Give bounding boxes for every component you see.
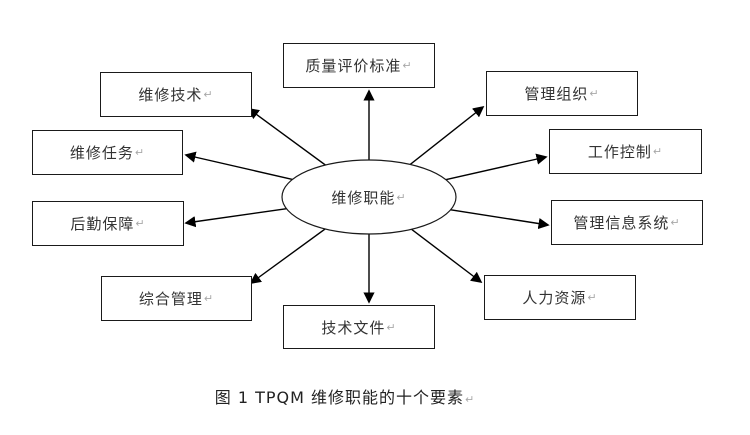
return-mark-icon: ↵ xyxy=(396,190,407,204)
node-label: 后勤保障 xyxy=(70,215,135,233)
node-label: 维修任务 xyxy=(69,144,134,162)
return-mark-icon: ↵ xyxy=(203,88,214,101)
figure-caption-text: 图 1 TPQM 维修职能的十个要素 xyxy=(214,388,465,407)
return-mark-icon: ↵ xyxy=(652,145,664,158)
center-node: 维修职能↵ xyxy=(282,160,456,234)
node-logistics-support: 后勤保障↵ xyxy=(32,201,184,246)
node-label: 管理信息系统 xyxy=(573,214,670,232)
node-work-control: 工作控制↵ xyxy=(549,129,702,174)
return-mark-icon: ↵ xyxy=(386,320,397,334)
node-label: 综合管理 xyxy=(138,290,203,308)
node-maintenance-tasks: 维修任务↵ xyxy=(32,130,183,175)
center-ellipse xyxy=(281,159,457,235)
node-label: 质量评价标准 xyxy=(305,57,402,75)
node-management-organization: 管理组织↵ xyxy=(486,71,638,116)
return-mark-icon: ↵ xyxy=(670,216,681,229)
node-management-info-system: 管理信息系统↵ xyxy=(551,200,703,245)
node-technical-documents: 技术文件↵ xyxy=(283,305,435,349)
center-node-label: 维修职能 xyxy=(331,188,396,207)
node-label: 维修技术 xyxy=(138,86,203,104)
node-maintenance-technology: 维修技术↵ xyxy=(100,72,252,117)
node-label: 技术文件 xyxy=(321,318,386,337)
node-quality-evaluation-standards: 质量评价标准↵ xyxy=(283,43,435,88)
return-mark-icon: ↵ xyxy=(203,292,215,305)
node-label: 人力资源 xyxy=(522,289,587,307)
node-comprehensive-management: 综合管理↵ xyxy=(101,276,252,321)
return-mark-icon: ↵ xyxy=(135,217,146,230)
node-label: 管理组织 xyxy=(524,85,589,103)
return-mark-icon: ↵ xyxy=(589,87,600,100)
return-mark-icon: ↵ xyxy=(134,146,146,159)
return-mark-icon: ↵ xyxy=(402,59,413,72)
return-mark-icon: ↵ xyxy=(465,393,476,406)
figure-caption: 图 1 TPQM 维修职能的十个要素↵ xyxy=(0,384,690,408)
node-human-resources: 人力资源↵ xyxy=(484,275,636,320)
node-label: 工作控制 xyxy=(587,143,652,161)
return-mark-icon: ↵ xyxy=(587,291,598,304)
